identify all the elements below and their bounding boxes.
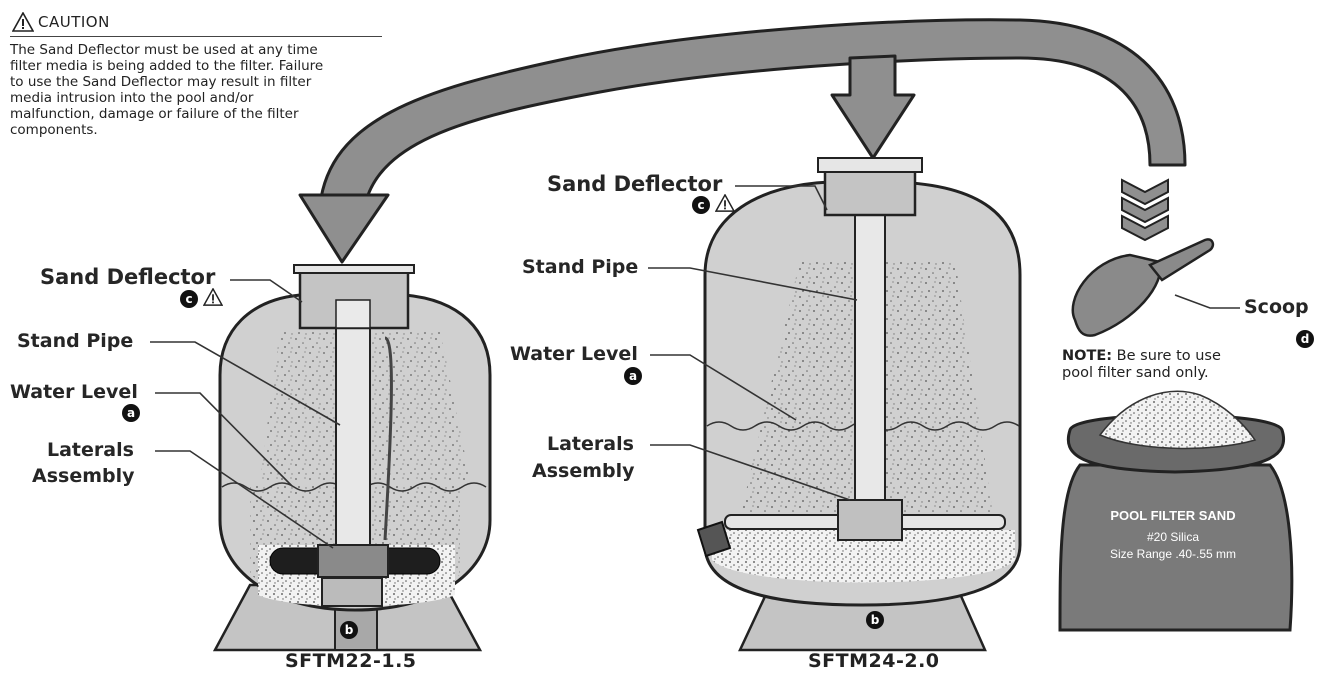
left-warning-icon: [202, 287, 224, 306]
right-filter-tank: [696, 157, 1022, 652]
note-bold: NOTE:: [1062, 348, 1113, 364]
warning-icon: [12, 12, 34, 32]
left-badge-c: c: [180, 290, 198, 308]
bag-line1: #20 Silica: [1146, 530, 1200, 544]
left-sand-deflector-badges: c: [180, 287, 224, 308]
caution-text: The Sand Deflector must be used at any t…: [10, 42, 324, 138]
sand-flow-arrow: [298, 18, 1187, 264]
sand-bag-illustration: [1058, 390, 1294, 632]
left-sand-deflector-label: Sand Deflector: [40, 265, 216, 289]
left-model-label: SFTM22-1.5: [285, 650, 417, 672]
bag-line2: Size Range .40-.55 mm: [1109, 547, 1237, 561]
left-laterals-label-line2: Assembly: [32, 465, 135, 487]
right-badge-b: b: [866, 611, 884, 629]
left-badge-a: a: [122, 404, 140, 422]
scoop-illustration: [1071, 238, 1215, 337]
right-sand-deflector-badges: c: [692, 193, 736, 214]
scoop-label: Scoop: [1244, 296, 1309, 318]
left-filter-tank: [212, 264, 492, 652]
right-laterals-label-line1: Laterals: [547, 433, 634, 455]
right-water-level-label: Water Level: [510, 343, 638, 365]
caution-header: CAUTION: [10, 10, 382, 37]
note-line1: Be sure to use: [1112, 348, 1221, 364]
left-stand-pipe-label: Stand Pipe: [17, 330, 134, 352]
left-water-level-label: Water Level: [10, 381, 138, 403]
right-stand-pipe-label: Stand Pipe: [522, 256, 639, 278]
left-badge-b: b: [340, 621, 358, 639]
leader-lines: [150, 185, 1240, 549]
right-model-label: SFTM24-2.0: [808, 650, 940, 672]
sand-note: NOTE: Be sure to use pool filter sand on…: [1062, 348, 1221, 382]
right-sand-deflector-label: Sand Deflector: [547, 172, 723, 196]
right-badge-c: c: [692, 196, 710, 214]
note-line2: pool filter sand only.: [1062, 365, 1209, 381]
caution-title: CAUTION: [38, 13, 110, 31]
left-laterals-label-line1: Laterals: [47, 439, 134, 461]
scoop-badge-d: d: [1296, 330, 1314, 348]
right-warning-icon: [714, 193, 736, 212]
right-badge-a: a: [624, 367, 642, 385]
bag-title: POOL FILTER SAND: [1110, 508, 1236, 523]
right-laterals-label-line2: Assembly: [532, 460, 635, 482]
